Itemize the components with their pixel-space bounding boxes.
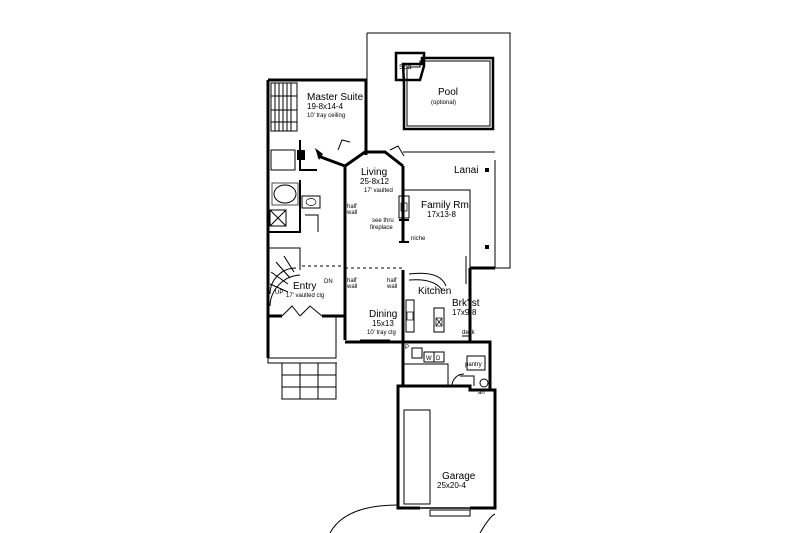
brkfst-dim: 17x9-8 bbox=[452, 308, 477, 317]
master-suite bbox=[266, 78, 368, 233]
fireplace-label-2: fireplace bbox=[370, 225, 393, 231]
garage bbox=[329, 384, 497, 533]
ah-label: ah bbox=[478, 390, 485, 396]
niche-label: niche bbox=[411, 236, 426, 242]
pool bbox=[401, 56, 495, 131]
master-note: 10' tray ceiling bbox=[307, 113, 345, 119]
pool-name: Pool bbox=[438, 87, 458, 98]
dining-dim: 15x13 bbox=[372, 319, 394, 328]
master-dim: 19-8x14-4 bbox=[307, 102, 344, 111]
living-note: 17' vaulted bbox=[364, 188, 393, 194]
dining-note: 10' tray clg bbox=[367, 330, 396, 336]
front-porch bbox=[267, 316, 337, 400]
pantry-label: pantry bbox=[465, 362, 482, 368]
spa: Spa bbox=[394, 51, 426, 82]
lanai-name: Lanai bbox=[454, 165, 478, 176]
w-label: W bbox=[426, 356, 432, 362]
half-wall-label-1a: half bbox=[347, 204, 357, 210]
dining-room bbox=[345, 270, 405, 344]
garage-dim: 25x20-4 bbox=[437, 481, 466, 490]
family-name: Family Rm bbox=[421, 200, 469, 211]
fireplace-label-1: see thru bbox=[372, 218, 394, 224]
half-wall-label-2b: wall bbox=[346, 284, 357, 290]
family-dim: 17x13-8 bbox=[427, 210, 456, 219]
utility-area bbox=[401, 340, 492, 390]
half-wall-label-3a: half bbox=[387, 278, 397, 284]
garage-name: Garage bbox=[442, 471, 476, 482]
master-name: Master Suite bbox=[307, 92, 364, 103]
living-name: Living bbox=[361, 167, 387, 178]
dn-label: DN bbox=[324, 279, 333, 285]
entry bbox=[266, 233, 402, 358]
half-wall-label-2a: half bbox=[347, 278, 357, 284]
spa-label: Spa bbox=[399, 64, 412, 71]
entry-name: Entry bbox=[293, 281, 316, 292]
kitchen bbox=[403, 272, 470, 344]
desk-label: desk bbox=[462, 330, 476, 336]
kitchen-name: Kitchen bbox=[418, 286, 451, 297]
brkfst-name: Brk'fst bbox=[452, 298, 480, 309]
half-wall-label-1b: wall bbox=[346, 210, 357, 216]
p-label: P bbox=[405, 345, 409, 351]
living-dim: 25-8x12 bbox=[360, 177, 389, 186]
d-label: D bbox=[436, 356, 441, 362]
dining-name: Dining bbox=[369, 309, 397, 320]
up-label: UP bbox=[275, 290, 283, 296]
living-room bbox=[343, 145, 495, 340]
family-room bbox=[403, 168, 495, 342]
entry-note: 17' vaulted clg bbox=[286, 293, 324, 299]
pool-deck bbox=[366, 32, 511, 269]
half-wall-label-3b: wall bbox=[386, 284, 397, 290]
pool-note: (optional) bbox=[431, 100, 456, 106]
